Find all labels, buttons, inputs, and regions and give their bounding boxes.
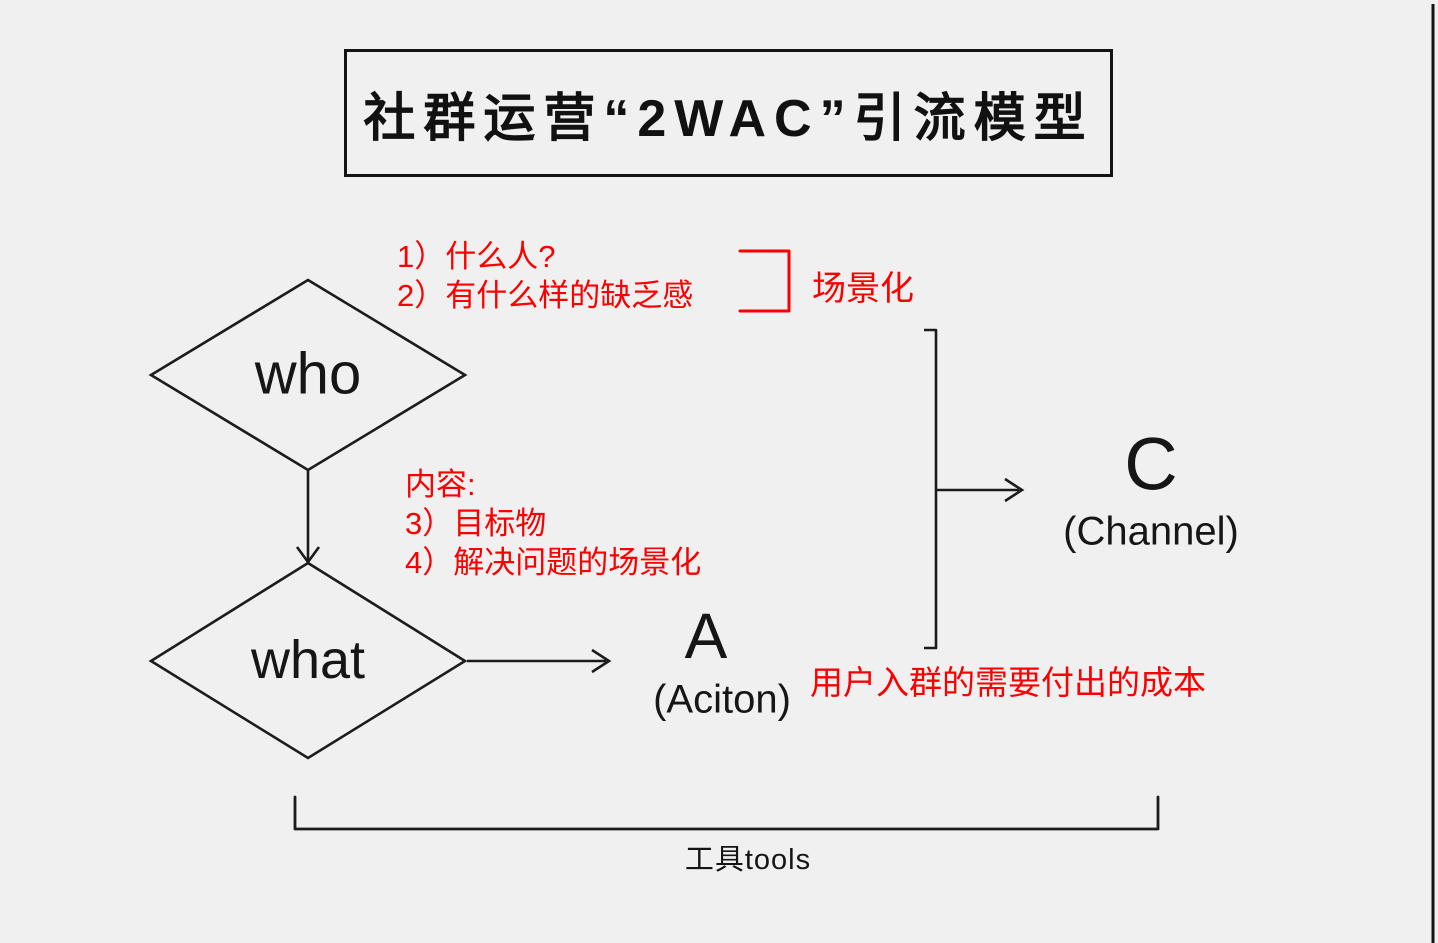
- channel-node-letter: C: [1124, 422, 1178, 506]
- tools-bracket: [293, 795, 1160, 831]
- channel-bracket: [924, 328, 938, 650]
- what-annotations: 内容: 3）目标物 4）解决问题的场景化: [405, 465, 701, 582]
- who-annotation-line-2: 2）有什么样的缺乏感: [397, 278, 694, 313]
- who-node-label: who: [254, 341, 362, 407]
- channel-node-caption: (Channel): [1063, 509, 1239, 554]
- cost-annotation: 用户入群的需要付出的成本: [810, 664, 1206, 701]
- scene-bracket: [738, 249, 791, 313]
- what-to-action-arrowhead: [591, 648, 612, 674]
- who-annotations: 1）什么人? 2）有什么样的缺乏感: [397, 237, 693, 315]
- who-annotation-line-1: 1）什么人?: [397, 239, 556, 274]
- diagram-title: 社群运营“2WAC”引流模型: [363, 89, 1094, 148]
- tools-label: 工具tools: [684, 844, 812, 876]
- action-node-caption: (Aciton): [653, 677, 791, 722]
- what-diamond: [148, 561, 468, 760]
- what-annotation-line-2: 4）解决问题的场景化: [405, 545, 702, 580]
- action-node-letter: A: [684, 600, 728, 672]
- who-to-what-arrowhead: [295, 546, 321, 565]
- what-annotation-heading: 内容:: [405, 467, 476, 502]
- what-node-label: what: [250, 630, 366, 690]
- what-annotation-line-1: 3）目标物: [405, 506, 547, 541]
- title-box: 社群运营“2WAC”引流模型: [344, 49, 1113, 177]
- scene-bracket-label: 场景化: [812, 270, 914, 308]
- to-channel-arrowhead: [1004, 477, 1025, 503]
